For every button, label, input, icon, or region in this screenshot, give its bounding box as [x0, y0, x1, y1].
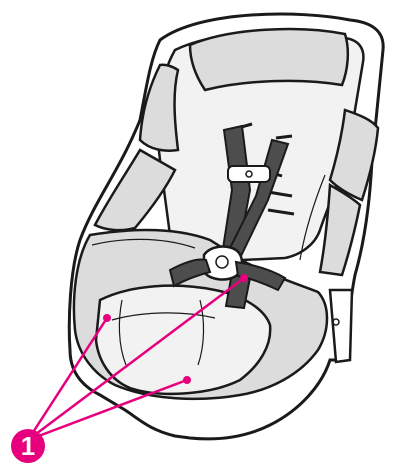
headrest-left-wing: [140, 65, 178, 151]
callout-1-label: 1: [21, 431, 35, 461]
chest-clip: [228, 166, 270, 182]
headrest-top: [190, 29, 348, 90]
